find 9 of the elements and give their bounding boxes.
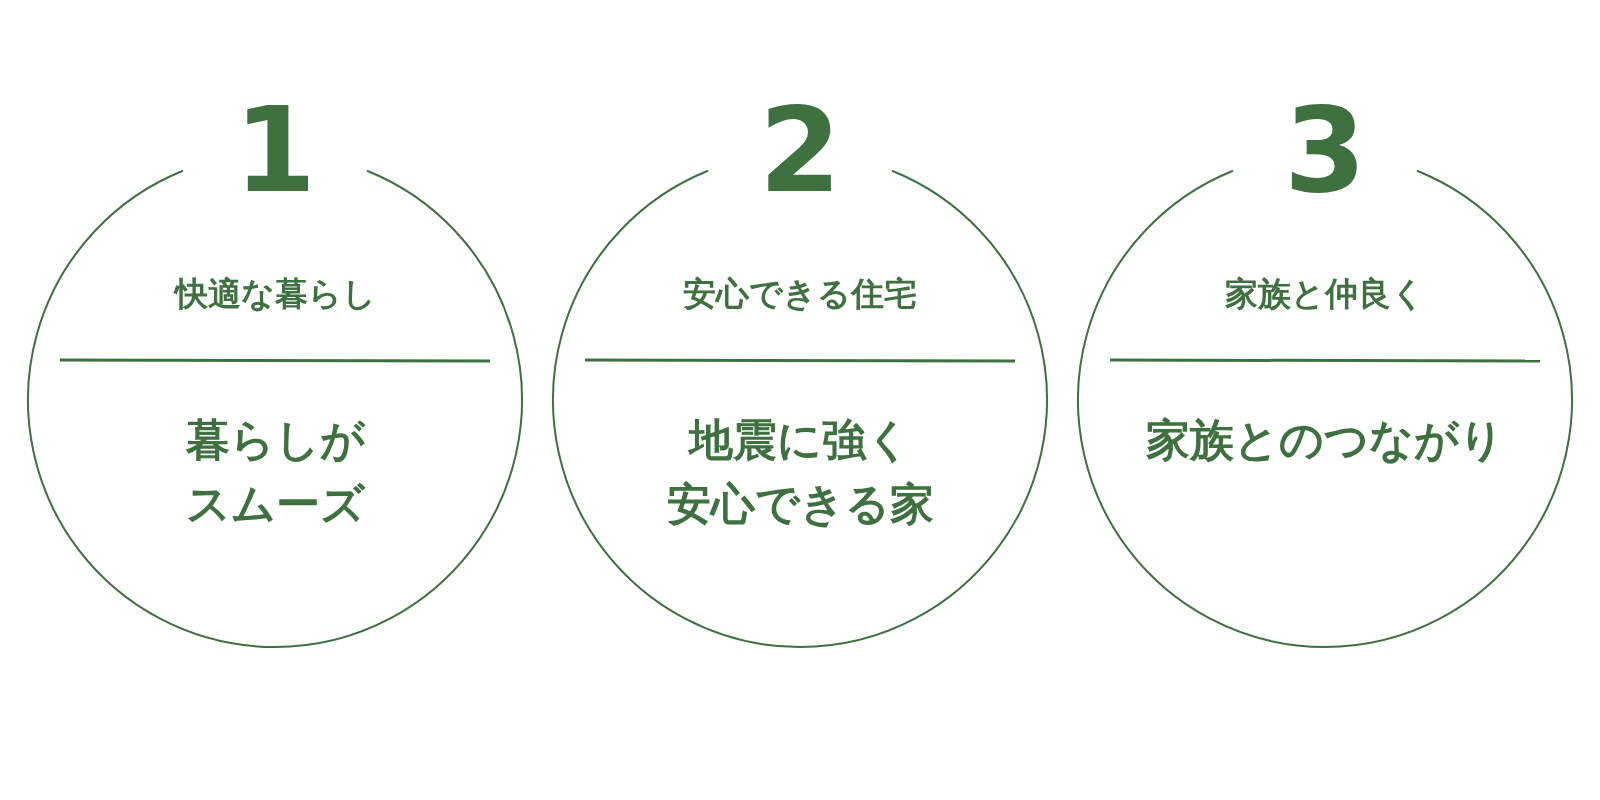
description: 家族とのつながり (1146, 413, 1504, 467)
description: 地震に強く安心できる家 (666, 413, 934, 531)
heading: 家族と仲良く (1225, 273, 1425, 315)
step-number: 1 (233, 90, 317, 210)
step-number: 2 (758, 90, 842, 210)
heading: 安心できる住宅 (683, 273, 917, 315)
description: 暮らしがスムーズ (185, 413, 365, 531)
step-number: 3 (1283, 90, 1367, 210)
heading: 快適な暮らし (174, 273, 376, 315)
